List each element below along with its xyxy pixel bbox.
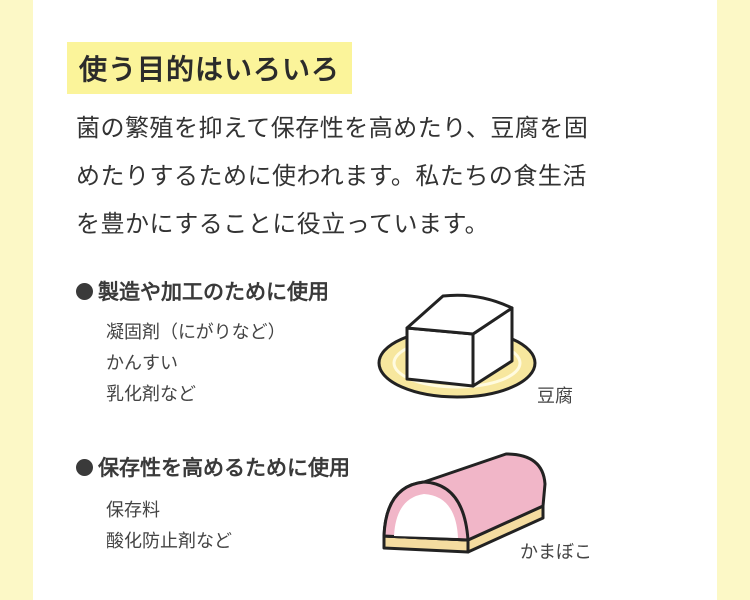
intro-line: 菌の繁殖を抑えて保存性を高めたり、豆腐を固 (76, 114, 589, 142)
intro-line: めたりするために使われます。私たちの食生活 (76, 162, 587, 190)
section-title-preservation: 保存性を高めるために使用 (76, 452, 350, 482)
section-title-manufacturing: 製造や加工のために使用 (76, 276, 329, 306)
section-title-text: 製造や加工のために使用 (98, 280, 329, 304)
tofu-icon (377, 293, 537, 399)
bullet-icon (76, 458, 93, 476)
caption-kamaboko: かまぼこ (520, 542, 592, 563)
intro-line: を豊かにすることに役立っています。 (76, 210, 490, 238)
bullet-icon (76, 282, 93, 300)
heading-highlight: 使う目的はいろいろ (67, 42, 353, 94)
kamaboko-icon (382, 452, 547, 554)
caption-tofu: 豆腐 (537, 386, 573, 407)
list-item: かんすい (106, 353, 178, 374)
content-card (33, 0, 717, 600)
page-heading: 使う目的はいろいろ (79, 53, 341, 86)
list-item: 乳化剤など (106, 384, 196, 405)
list-item: 保存料 (106, 500, 160, 521)
intro-paragraph: 菌の繁殖を抑えて保存性を高めたり、豆腐を固 めたりするために使われます。私たちの… (76, 104, 686, 248)
list-item: 凝固剤（にがりなど） (106, 322, 286, 343)
list-item: 酸化防止剤など (106, 531, 232, 552)
section-title-text: 保存性を高めるために使用 (98, 456, 350, 480)
